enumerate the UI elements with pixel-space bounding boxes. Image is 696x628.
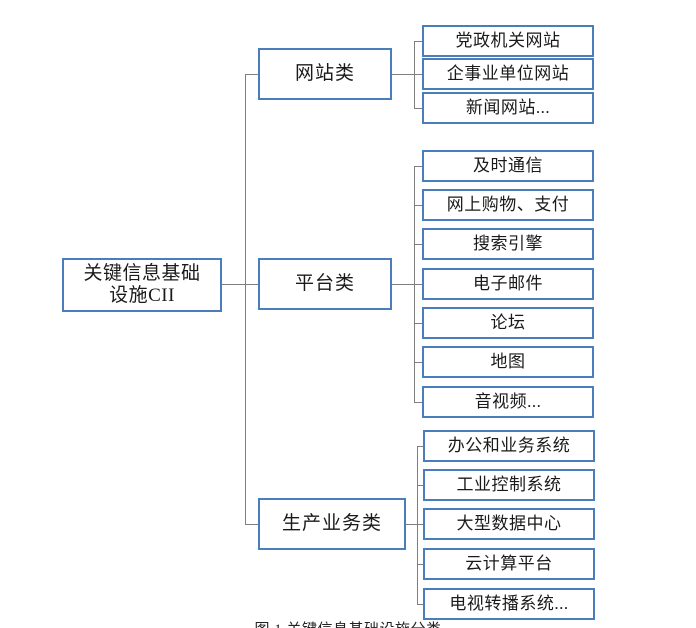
connector-branch-3-out [406,524,418,525]
connector-leaf-2-7-stub [414,402,424,403]
connector-leaf-2-1-stub [414,166,424,167]
connector-leaf-1-1-stub [414,41,424,42]
leaf-node-government-website: 党政机关网站 [422,25,594,57]
leaf-node-news-website: 新闻网站... [422,92,594,124]
leaf-node-search-engine: 搜索引擎 [422,228,594,260]
connector-leaf-3-1-stub [417,446,425,447]
connector-leaf-2-6-stub [414,362,424,363]
connector-bracket-3 [417,446,418,604]
branch-node-production-business: 生产业务类 [258,498,406,550]
connector-branch-1-stub [245,74,259,75]
connector-leaf-2-2-stub [414,205,424,206]
connector-branch-2-stub [245,284,259,285]
connector-root-stub [222,284,246,285]
leaf-node-forum: 论坛 [422,307,594,339]
leaf-node-audio-video: 音视频... [422,386,594,418]
connector-leaf-1-3-stub [414,108,424,109]
connector-branch-2-out [392,284,415,285]
connector-leaf-2-5-stub [414,323,424,324]
leaf-node-large-data-center: 大型数据中心 [423,508,595,540]
connector-branch-1-out [392,74,415,75]
leaf-node-tv-broadcast-system: 电视转播系统... [423,588,595,620]
connector-trunk-lower [245,284,246,525]
leaf-node-office-business-system: 办公和业务系统 [423,430,595,462]
leaf-node-instant-messaging: 及时通信 [422,150,594,182]
leaf-node-cloud-computing-platform: 云计算平台 [423,548,595,580]
connector-leaf-2-3-stub [414,244,424,245]
root-node-cii: 关键信息基础 设施CII [62,258,222,312]
connector-leaf-2-4-stub [414,284,424,285]
figure-caption: 图 1 关键信息基础设施分类 [0,618,696,628]
connector-leaf-3-4-stub [417,564,425,565]
connector-leaf-3-5-stub [417,604,425,605]
leaf-node-industrial-control-system: 工业控制系统 [423,469,595,501]
connector-leaf-1-2-stub [414,74,424,75]
connector-leaf-3-2-stub [417,485,425,486]
connector-trunk-upper [245,74,246,285]
branch-node-platform: 平台类 [258,258,392,310]
connector-leaf-3-3-stub [417,524,425,525]
connector-branch-3-stub [245,524,259,525]
branch-node-website: 网站类 [258,48,392,100]
leaf-node-enterprise-website: 企事业单位网站 [422,58,594,90]
leaf-node-online-shopping-payment: 网上购物、支付 [422,189,594,221]
leaf-node-map: 地图 [422,346,594,378]
leaf-node-email: 电子邮件 [422,268,594,300]
